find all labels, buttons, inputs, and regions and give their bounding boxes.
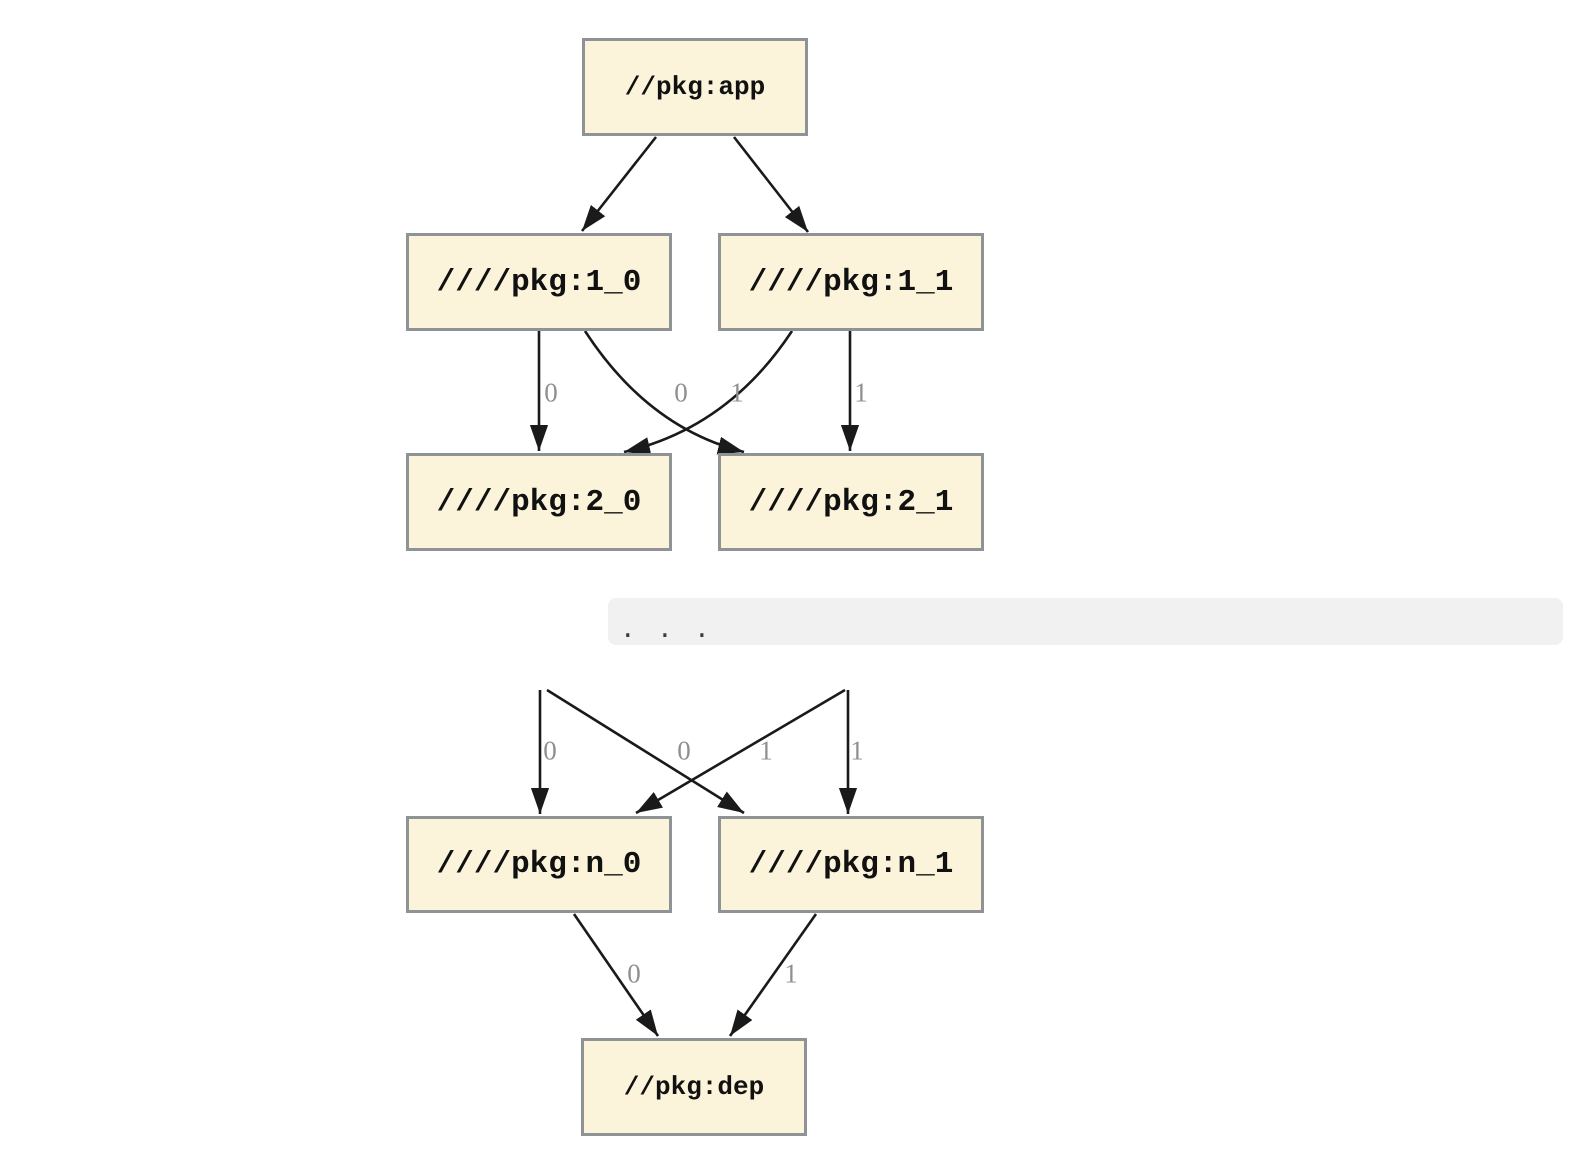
- edge-label-1_1-2_0: 0: [674, 377, 688, 408]
- node-pkg-2_0: ////pkg:2_0: [406, 453, 672, 551]
- node-pkg-2_1: ////pkg:2_1: [718, 453, 984, 551]
- edge-label-1_0-2_0: 0: [544, 377, 558, 408]
- node-pkg-n_1: ////pkg:n_1: [718, 816, 984, 913]
- edge-app-to-1_1: [732, 136, 810, 233]
- edge-1_1-to-2_0: [623, 330, 794, 456]
- edge-n_0-to-dep: [572, 913, 660, 1037]
- node-pkg-app: //pkg:app: [582, 38, 808, 136]
- edge-cont-right-to-n_0: [635, 688, 846, 815]
- edge-n_1-to-dep: [728, 913, 818, 1037]
- edge-app-to-1_0: [580, 136, 658, 232]
- edge-label-cont2-n_0: 0: [677, 735, 691, 766]
- edge-cont-left-to-n_1: [546, 688, 745, 815]
- edge-label-cont2-n_1: 1: [850, 735, 864, 766]
- ellipsis-separator: . . .: [608, 598, 1563, 645]
- edge-label-cont-n_1: 1: [759, 735, 773, 766]
- edge-label-n_1-dep: 1: [784, 958, 798, 989]
- edge-1_0-to-2_1: [583, 330, 745, 455]
- ellipsis-dots: . . .: [623, 610, 716, 645]
- node-pkg-1_1: ////pkg:1_1: [718, 233, 984, 331]
- node-pkg-dep: //pkg:dep: [581, 1038, 807, 1136]
- node-pkg-1_0: ////pkg:1_0: [406, 233, 672, 331]
- edge-label-1_1-2_1: 1: [854, 377, 868, 408]
- edge-label-n_0-dep: 0: [627, 958, 641, 989]
- node-pkg-n_0: ////pkg:n_0: [406, 816, 672, 913]
- edge-label-1_0-2_1: 1: [730, 377, 744, 408]
- edge-label-cont-n_0: 0: [543, 735, 557, 766]
